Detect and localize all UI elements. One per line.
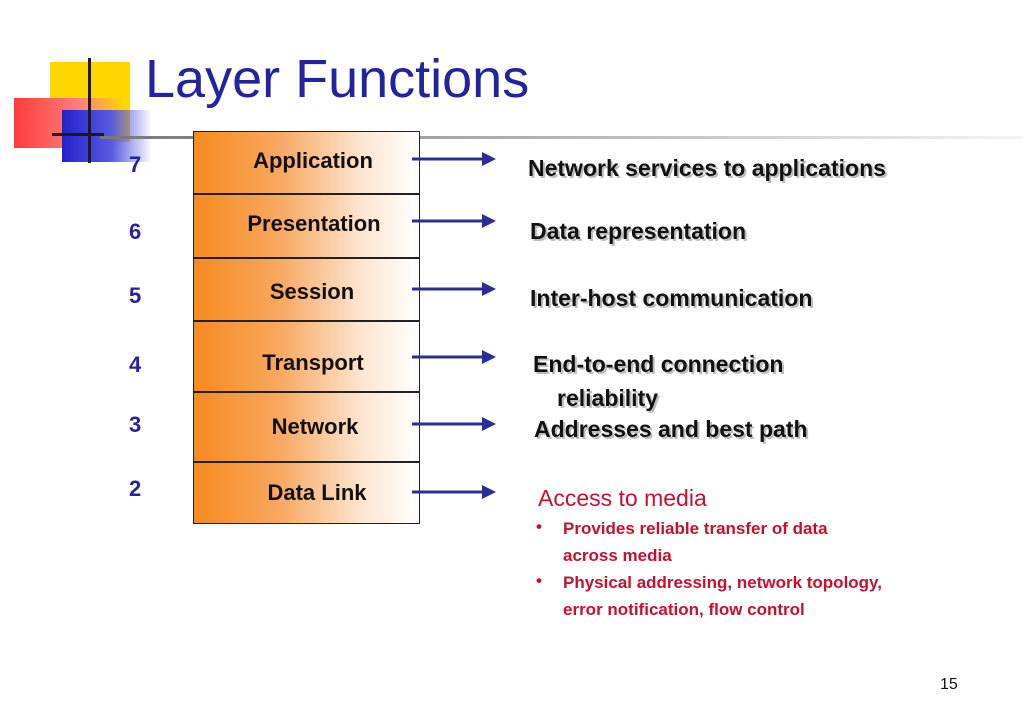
bullet-1-line-1: Provides reliable transfer of data	[563, 519, 828, 538]
function-data-link: Access to media	[538, 485, 707, 511]
arrow-right-icon	[412, 350, 496, 364]
layer-label-session: Session	[269, 279, 355, 304]
decorative-vertical-line	[88, 58, 91, 163]
function-transport-line-1: End-to-end connection	[533, 351, 784, 377]
layer-number-6: 6	[129, 219, 142, 244]
layer-box-presentation	[193, 194, 420, 258]
bullet-1-line-2: across media	[563, 546, 672, 565]
layer-box-data-link	[193, 462, 420, 524]
function-transport-line-2: reliability	[557, 385, 658, 411]
layer-number-3: 3	[129, 412, 142, 437]
slide-title: Layer Functions	[145, 49, 530, 109]
arrow-right-icon	[412, 152, 496, 166]
layer-label-transport: Transport	[262, 350, 364, 375]
layer-box-session	[193, 258, 420, 321]
layer-label-network: Network	[271, 414, 359, 439]
layer-box-network	[193, 392, 420, 462]
page-number: 15	[940, 676, 958, 693]
bullet-marker: •	[536, 571, 542, 590]
layer-box-application	[193, 131, 420, 194]
bullet-marker: •	[536, 517, 542, 536]
function-network: Addresses and best path	[534, 416, 808, 442]
function-presentation: Data representation	[530, 218, 747, 244]
layer-number-2: 2	[129, 476, 142, 501]
bullet-2-line-2: error notification, flow control	[563, 600, 805, 619]
arrow-right-icon	[412, 282, 496, 296]
layer-number-7: 7	[129, 152, 142, 177]
arrow-right-icon	[412, 214, 496, 228]
function-application: Network services to applications	[528, 155, 886, 181]
arrow-right-icon	[412, 485, 496, 499]
arrow-right-icon	[412, 417, 496, 431]
bullet-2-line-1: Physical addressing, network topology,	[563, 573, 882, 592]
title-underline	[100, 136, 1023, 139]
layer-number-4: 4	[129, 352, 142, 377]
layer-label-application: Application	[253, 148, 373, 173]
function-session: Inter-host communication	[530, 285, 813, 311]
layer-label-data-link: Data Link	[267, 480, 367, 505]
layer-number-5: 5	[129, 283, 142, 308]
layer-label-presentation: Presentation	[247, 211, 381, 236]
decorative-horizontal-line	[52, 133, 104, 136]
